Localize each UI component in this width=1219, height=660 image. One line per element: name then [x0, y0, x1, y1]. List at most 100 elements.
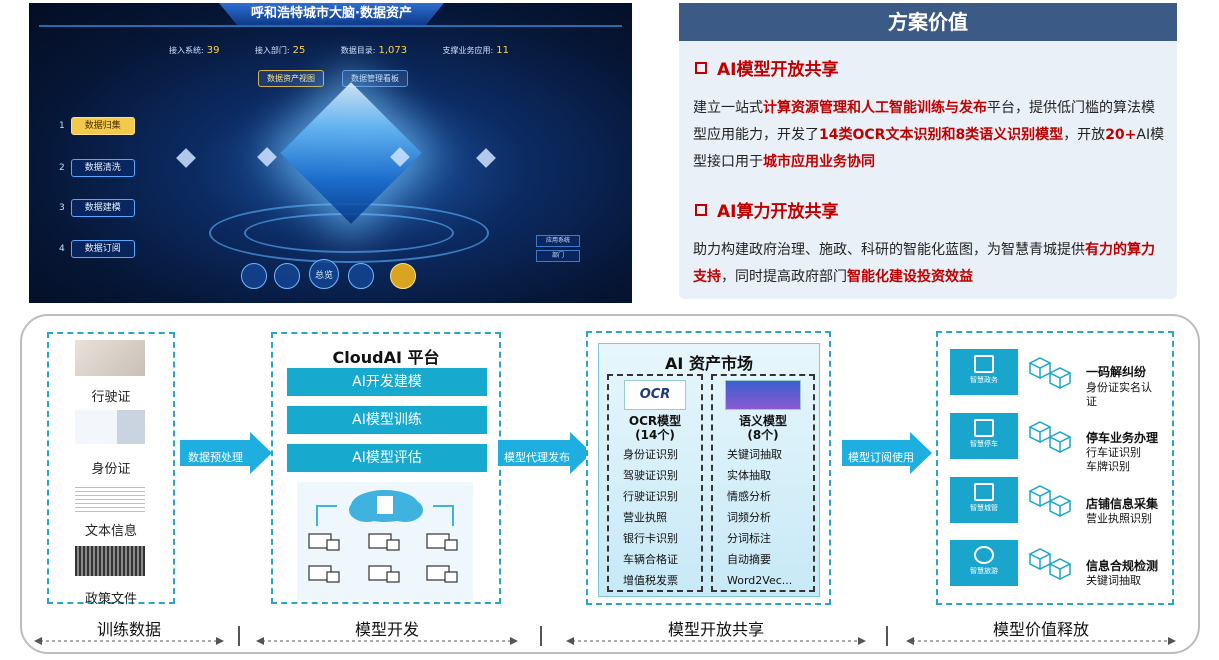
list-item: 营业执照	[623, 511, 667, 524]
stat-apps: 支撑业务应用:11	[442, 45, 509, 56]
compute-cluster	[297, 482, 473, 600]
arrow-preprocess	[180, 432, 272, 474]
stage-divider	[238, 626, 240, 646]
arrow-label: 模型订阅使用	[848, 451, 914, 464]
dashboard-tabs: 数据资产视图 数据管理看板	[258, 70, 408, 87]
smart-parking-tile: 智慧停车	[950, 413, 1018, 459]
list-item: 词频分析	[727, 511, 771, 524]
nlp-model-count: (8个)	[747, 428, 779, 442]
nlp-model-screenshot	[725, 380, 801, 410]
use-subtitle: 车牌识别	[1086, 460, 1130, 473]
id-card-image	[75, 410, 145, 444]
stage-label-develop: 模型开发	[256, 616, 518, 640]
stage-divider	[886, 626, 888, 646]
policy-document-image	[75, 546, 145, 576]
arrow-publish	[498, 432, 592, 474]
cubes-icon	[1028, 485, 1072, 518]
cloud-cluster-icon	[308, 490, 458, 583]
dashboard-divider	[39, 25, 622, 27]
use-title: 信息合规检测	[1086, 559, 1159, 573]
ocr-model-list: 身份证识别 驾驶证识别 行驶证识别 营业执照 银行卡识别 车辆合格证 增值税发票	[623, 444, 678, 591]
platform-box: CloudAI 平台 AI开发建模 AI模型训练 AI模型评估	[271, 332, 501, 604]
bottom-button[interactable]	[241, 263, 267, 289]
market-inner: AI 资产市场 OCR OCR模型 (14个) 身份证识别 驾驶证识别 行驶证识…	[598, 343, 820, 597]
city-building-icon	[974, 483, 994, 501]
use-subtitle: 证	[1086, 395, 1097, 408]
step-subscribe[interactable]: 4 数据订阅	[59, 240, 135, 258]
value-section-title: AI算力开放共享	[695, 197, 838, 222]
list-item: 行驶证识别	[623, 490, 678, 503]
use-subtitle: 身份证实名认	[1086, 381, 1152, 394]
arrow-subscribe	[842, 432, 932, 474]
list-item: 实体抽取	[727, 469, 771, 482]
smart-government-tile: 智慧政务	[950, 349, 1018, 395]
ai-develop-button[interactable]: AI开发建模	[287, 368, 487, 396]
list-item: 关键词抽取	[727, 448, 782, 461]
node-icon	[257, 147, 277, 167]
list-item: 驾驶证识别	[623, 469, 678, 482]
nlp-model-title: 语义模型	[738, 414, 787, 428]
market-box: AI 资产市场 OCR OCR模型 (14个) 身份证识别 驾驶证识别 行驶证识…	[586, 331, 831, 605]
arrow-label: 模型代理发布	[504, 451, 570, 464]
training-item: 身份证	[91, 462, 131, 477]
step-model[interactable]: 3 数据建模	[59, 199, 135, 217]
use-subtitle: 行车证识别	[1086, 446, 1141, 459]
text-document-image	[75, 484, 145, 514]
bottom-button[interactable]	[274, 263, 300, 289]
stage-span-arrow	[906, 637, 1176, 645]
dashboard-title: 呼和浩特城市大脑·数据资产	[219, 3, 444, 25]
side-label-apps[interactable]: 应用系统	[536, 235, 580, 247]
use-title: 停车业务办理	[1086, 431, 1159, 445]
list-item: 车辆合格证	[623, 553, 678, 566]
training-item: 文本信息	[84, 524, 137, 539]
overview-button[interactable]: 总览	[309, 259, 339, 289]
nlp-model-column: 语义模型 (8个) 关键词抽取 实体抽取 情感分析 词频分析 分词标注 自动摘要…	[711, 374, 815, 592]
stage-label-training: 训练数据	[34, 616, 224, 640]
training-item: 政策文件	[84, 592, 137, 607]
dashboard-stats: 接入系统:39 接入部门:25 数据目录:1,073 支撑业务应用:11	[169, 45, 509, 56]
use-subtitle: 关键词抽取	[1086, 574, 1141, 587]
use-title: 一码解纠纷	[1086, 365, 1147, 379]
platform-title: CloudAI 平台	[332, 348, 440, 367]
value-header: 方案价值	[679, 3, 1177, 41]
use-title: 店铺信息采集	[1086, 497, 1159, 511]
ai-evaluate-button[interactable]: AI模型评估	[287, 444, 487, 472]
node-icon	[176, 148, 196, 168]
training-data-box: 行驶证 身份证 文本信息 政策文件	[47, 332, 175, 607]
value-section-text: 建立一站式计算资源管理和人工智能训练与发布平台，提供低门槛的算法模型应用能力，开…	[693, 100, 1165, 170]
tab-asset-view[interactable]: 数据资产视图	[258, 70, 324, 87]
value-release-box: 智慧政务 一码解纠纷 身份证实名认 证 智慧停车 停车业务办理 行车证识别 车牌…	[936, 331, 1174, 605]
smart-city-tile: 智慧城管	[950, 477, 1018, 523]
list-item: 情感分析	[727, 490, 771, 503]
list-item: Word2Vec...	[727, 574, 793, 587]
ai-train-button[interactable]: AI模型训练	[287, 406, 487, 434]
value-section-title: AI模型开放共享	[695, 55, 838, 80]
smart-tourism-tile: 智慧旅游	[950, 540, 1018, 586]
bottom-button[interactable]	[348, 263, 374, 289]
ocr-model-column: OCR OCR模型 (14个) 身份证识别 驾驶证识别 行驶证识别 营业执照 银…	[607, 374, 703, 592]
stat-departments: 接入部门:25	[254, 45, 306, 56]
step-collect[interactable]: 1 数据归集	[59, 117, 135, 135]
arrow-label: 数据预处理	[188, 451, 243, 464]
list-item: 分词标注	[727, 532, 771, 545]
cubes-icon	[1028, 357, 1072, 390]
stage-span-arrow	[566, 637, 866, 645]
list-item: 身份证识别	[623, 448, 678, 461]
use-subtitle: 营业执照识别	[1086, 512, 1152, 525]
training-item: 行驶证	[91, 390, 131, 405]
cubes-icon	[1028, 548, 1072, 581]
ocr-logo: OCR	[624, 380, 686, 410]
stage-span-arrow	[34, 637, 224, 645]
travel-icon	[974, 546, 994, 564]
stage-label-value: 模型价值释放	[906, 616, 1176, 640]
square-bullet-icon	[695, 203, 707, 216]
cubes-icon	[1028, 421, 1072, 454]
square-bullet-icon	[695, 61, 707, 74]
side-label-dept[interactable]: 部门	[536, 250, 580, 262]
bottom-button[interactable]	[390, 263, 416, 289]
step-clean[interactable]: 2 数据清洗	[59, 159, 135, 177]
tab-management-board[interactable]: 数据管理看板	[342, 70, 408, 87]
value-panel: 方案价值 AI模型开放共享 建立一站式计算资源管理和人工智能训练与发布平台，提供…	[679, 3, 1177, 299]
value-section-text: 助力构建政府治理、施政、科研的智能化蓝图，为智慧青城提供有力的算力支持，同时提高…	[693, 242, 1155, 285]
license-image	[75, 340, 145, 376]
